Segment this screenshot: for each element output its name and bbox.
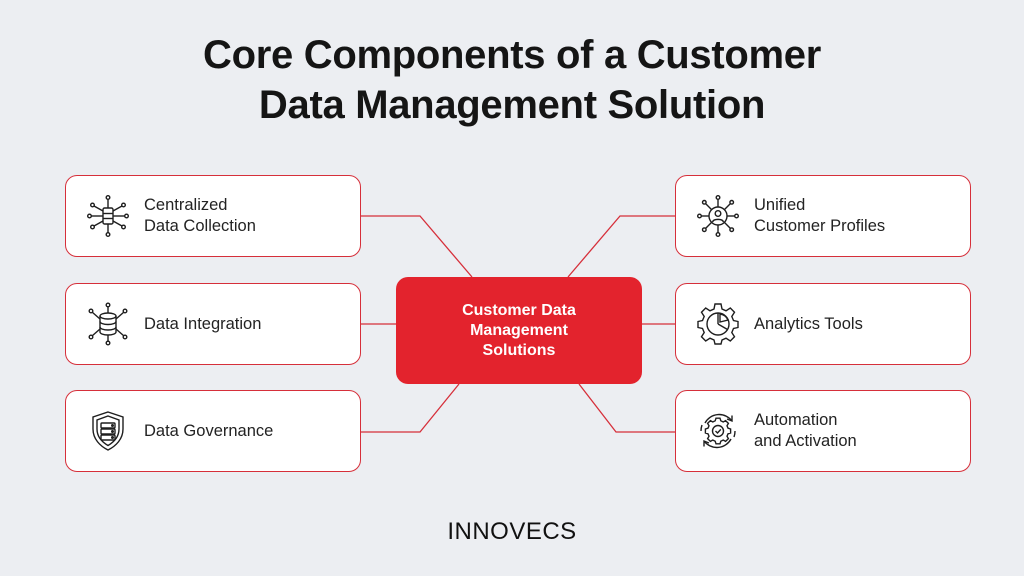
card-label: Data Governance <box>144 421 273 442</box>
brand-logo: INNOVECS <box>447 518 577 545</box>
database-network-icon <box>88 302 128 346</box>
card-label: Centralized Data Collection <box>144 195 256 237</box>
card-label: Unified Customer Profiles <box>754 195 885 237</box>
central-node: Customer Data Management Solutions <box>396 277 642 384</box>
network-server-icon <box>87 195 130 238</box>
card-label-line-2: and Activation <box>754 432 857 450</box>
central-node-line-2: Management <box>470 321 568 339</box>
card-label-line-1: Data Integration <box>144 314 262 333</box>
connector-unified <box>567 215 675 278</box>
title-line-2: Data Management Solution <box>258 83 766 127</box>
gear-cycle-check-icon <box>700 413 736 449</box>
card-label-line-1: Centralized <box>144 196 228 214</box>
card-label-line-1: Unified <box>754 196 806 214</box>
card-analytics-tools: Analytics Tools <box>675 283 971 365</box>
shield-server-icon <box>92 411 124 451</box>
card-label-line-1: Analytics Tools <box>754 314 863 333</box>
card-automation-and-activation: Automation and Activation <box>675 390 971 472</box>
central-node-line-1: Customer Data <box>462 301 576 319</box>
card-label-line-2: Data Collection <box>144 217 256 235</box>
diagram-title: Core Components of a Customer Data Manag… <box>0 30 1024 130</box>
central-node-line-3: Solutions <box>482 341 556 359</box>
card-unified-customer-profiles: Unified Customer Profiles <box>675 175 971 257</box>
connector-automation <box>578 383 675 433</box>
connector-governance <box>361 383 460 433</box>
card-data-governance: Data Governance <box>65 390 361 472</box>
card-centralized-data-collection: Centralized Data Collection <box>65 175 361 257</box>
card-label: Automation and Activation <box>754 410 857 452</box>
gear-pie-chart-icon <box>697 303 739 345</box>
connector-centralized <box>361 215 473 278</box>
card-label-line-1: Data Governance <box>144 421 274 440</box>
card-label-line-1: Automation <box>754 411 838 429</box>
card-label-line-2: Customer Profiles <box>754 217 886 235</box>
title-line-1: Core Components of a Customer <box>202 33 822 77</box>
card-label: Data Integration <box>144 314 261 335</box>
user-network-icon <box>697 195 740 238</box>
card-label: Analytics Tools <box>754 314 863 335</box>
card-data-integration: Data Integration <box>65 283 361 365</box>
